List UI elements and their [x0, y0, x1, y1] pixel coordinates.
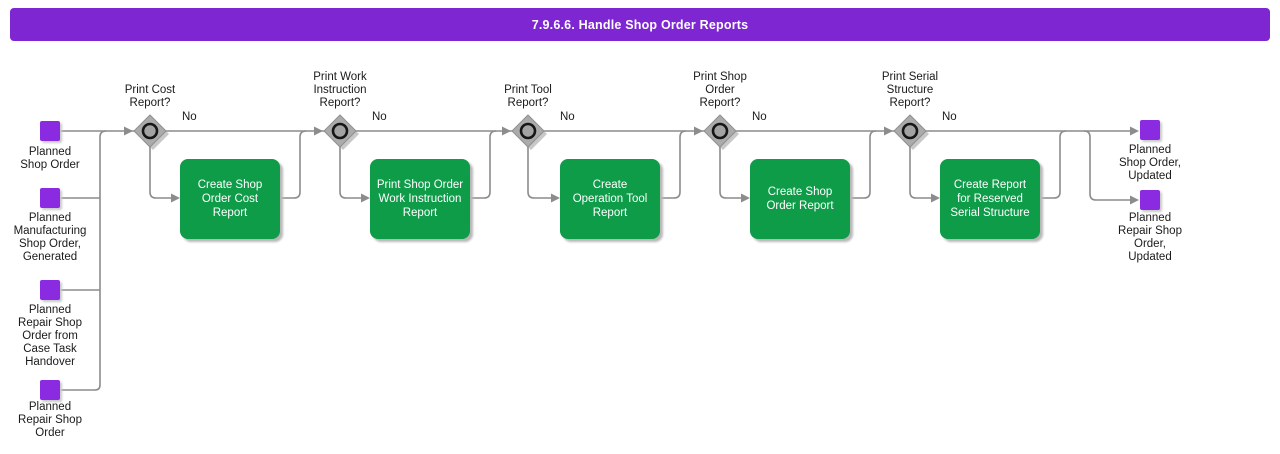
task-print-shop-order-work-instruction-report[interactable]: Print Shop Order Work Instruction Report: [370, 159, 470, 239]
no-branch-label: No: [560, 111, 575, 123]
task-create-shop-order-cost-report[interactable]: Create Shop Order Cost Report: [180, 159, 280, 239]
artifact-label: Planned Manufacturing Shop Order, Genera…: [13, 212, 87, 263]
artifact-label: Planned Repair Shop Order: [18, 401, 82, 439]
title-bar: 7.9.6.6. Handle Shop Order Reports: [10, 8, 1270, 41]
artifact-label: Planned Repair Shop Order from Case Task…: [18, 304, 82, 368]
artifact-planned-shop-order[interactable]: [40, 121, 60, 141]
artifact-label: Planned Shop Order, Updated: [1118, 144, 1181, 182]
artifact-planned-repair-shop-order-updated[interactable]: [1140, 190, 1160, 210]
decision-diamond-icon: [703, 114, 739, 150]
artifact-label: Planned Repair Shop Order, Updated: [1118, 212, 1182, 263]
decision-diamond-icon: [893, 114, 929, 150]
artifact-label: Planned Shop Order: [20, 146, 80, 171]
artifact-planned-repair-shop-order[interactable]: [40, 380, 60, 400]
page-title: 7.9.6.6. Handle Shop Order Reports: [531, 17, 749, 32]
decision-diamond-icon: [511, 114, 547, 150]
decision-label: Print Cost Report?: [124, 84, 176, 109]
decision-diamond-icon: [133, 114, 169, 150]
no-branch-label: No: [942, 111, 957, 123]
decision-label: Print Tool Report?: [504, 84, 552, 109]
task-create-shop-order-report[interactable]: Create Shop Order Report: [750, 159, 850, 239]
decision-label: Print Shop Order Report?: [693, 71, 747, 109]
decision-label: Print Serial Structure Report?: [881, 71, 939, 109]
no-branch-label: No: [372, 111, 387, 123]
no-branch-label: No: [182, 111, 197, 123]
no-branch-label: No: [752, 111, 767, 123]
task-create-report-for-reserved-serial-structure[interactable]: Create Report for Reserved Serial Struct…: [940, 159, 1040, 239]
artifact-planned-manufacturing-shop-order[interactable]: [40, 188, 60, 208]
task-create-operation-tool-report[interactable]: Create Operation Tool Report: [560, 159, 660, 239]
decision-diamond-icon: [323, 114, 359, 150]
artifact-planned-repair-shop-order-handover[interactable]: [40, 280, 60, 300]
artifact-planned-shop-order-updated[interactable]: [1140, 120, 1160, 140]
decision-label: Print Work Instruction Report?: [313, 71, 367, 109]
